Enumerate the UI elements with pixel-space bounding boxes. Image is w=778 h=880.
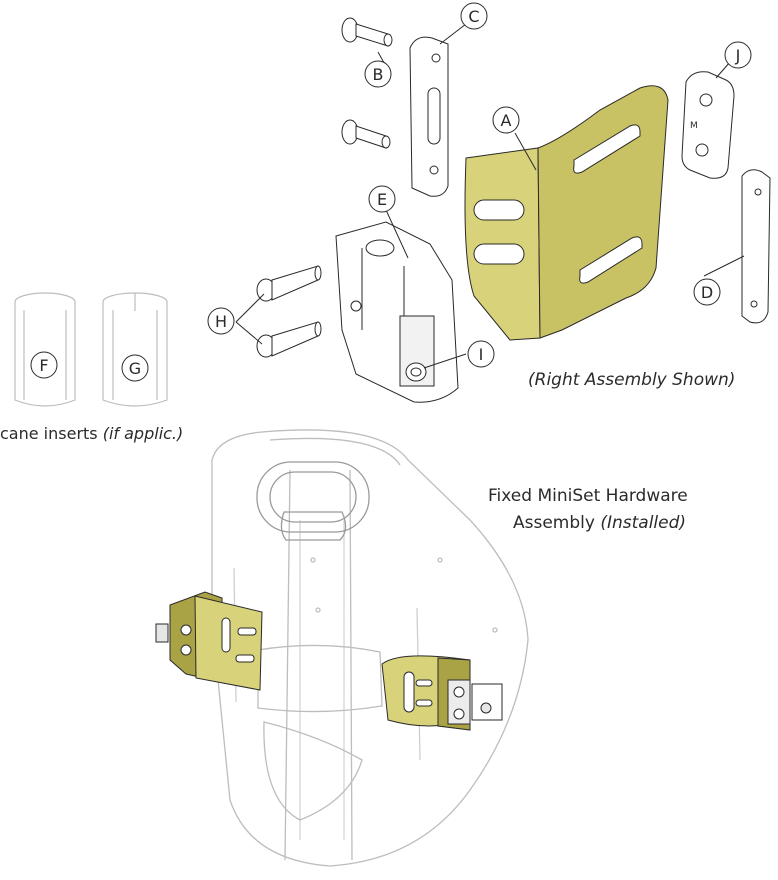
part-a-bracket bbox=[464, 85, 669, 341]
callout-e: E bbox=[368, 185, 396, 213]
svg-text:C: C bbox=[468, 7, 479, 26]
cane-inserts-note: (if applic.) bbox=[102, 424, 184, 443]
callout-h: H bbox=[207, 307, 235, 335]
part-d-plate bbox=[741, 169, 771, 324]
svg-text:B: B bbox=[373, 65, 384, 84]
installed-right-bracket bbox=[381, 655, 503, 731]
fixed-title-note: (Installed) bbox=[600, 513, 687, 533]
fixed-title-line1: Fixed MiniSet Hardware bbox=[488, 486, 688, 506]
callout-g: G bbox=[121, 354, 149, 382]
part-b-pins bbox=[341, 17, 393, 149]
svg-text:D: D bbox=[701, 283, 713, 302]
right-assembly-caption: (Right Assembly Shown) bbox=[528, 370, 736, 390]
svg-text:G: G bbox=[129, 359, 141, 378]
svg-text:J: J bbox=[735, 46, 741, 65]
cane-inserts-caption: cane inserts (if applic.) bbox=[0, 424, 183, 443]
installed-left-bracket bbox=[155, 591, 263, 691]
callout-d: D bbox=[693, 278, 721, 306]
part-j-block: M bbox=[681, 71, 735, 179]
part-h-screws bbox=[256, 265, 322, 358]
callout-a: A bbox=[492, 106, 520, 134]
part-g-insert bbox=[102, 292, 168, 407]
cane-inserts-text: cane inserts bbox=[0, 424, 98, 443]
callout-i: I bbox=[467, 340, 495, 368]
svg-text:M: M bbox=[690, 121, 698, 131]
part-e-clamp bbox=[335, 221, 459, 403]
fixed-title-line2: Assembly (Installed) bbox=[513, 513, 686, 533]
callout-j: J bbox=[724, 41, 752, 69]
part-f-insert bbox=[14, 292, 76, 407]
callout-c: C bbox=[460, 2, 488, 30]
svg-text:E: E bbox=[377, 190, 387, 209]
svg-text:I: I bbox=[479, 345, 484, 364]
callout-b: B bbox=[364, 60, 392, 88]
svg-text:A: A bbox=[501, 111, 512, 130]
part-c-plate bbox=[409, 36, 449, 197]
svg-text:F: F bbox=[39, 356, 48, 375]
fixed-title-assembly: Assembly bbox=[513, 513, 595, 533]
callout-f: F bbox=[30, 351, 58, 379]
svg-text:H: H bbox=[215, 312, 227, 331]
